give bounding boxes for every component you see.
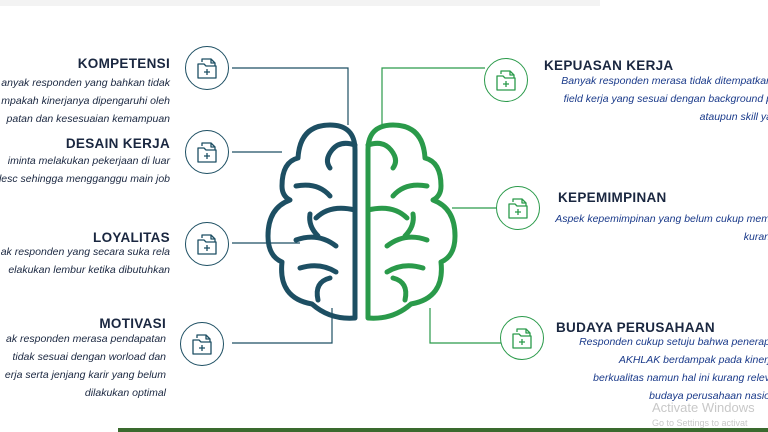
desc-line: iminta melakukan pekerjaan di luar <box>7 155 170 167</box>
left-desc-0: anyak responden yang bahkan tidak mpakah… <box>1 74 170 128</box>
file-add-icon <box>185 130 229 174</box>
activate-windows-watermark: Activate Windows <box>652 400 755 415</box>
desc-line: berkualitas namun hal ini kurang relev <box>593 372 768 384</box>
right-title-1: KEPEMIMPINAN <box>558 190 667 205</box>
file-add-icon <box>496 186 540 230</box>
top-bar <box>0 0 600 6</box>
right-desc-1: Aspek kepemimpinan yang belum cukup mem … <box>555 210 768 246</box>
right-hemisphere-icon <box>365 122 458 321</box>
desc-line: mpakah kinerjanya dipengaruhi oleh <box>1 95 170 107</box>
desc-line: patan dan kesesuaian kemampuan <box>6 113 170 125</box>
desc-line: erja serta jenjang karir yang belum <box>4 369 166 381</box>
desc-line: ak responden merasa pendapatan <box>6 333 166 345</box>
desc-line: field kerja yang sesuai dengan backgroun… <box>563 93 768 105</box>
file-add-icon <box>484 58 528 102</box>
desc-line: dilakukan optimal <box>84 387 166 399</box>
right-connectors <box>381 67 510 344</box>
desc-line: budaya perusahaan nasio <box>649 390 768 402</box>
file-add-icon <box>500 316 544 360</box>
desc-line: kuran <box>743 231 768 243</box>
right-title-0: KEPUASAN KERJA <box>544 58 674 73</box>
file-add-icon <box>180 322 224 366</box>
desc-line: Responden cukup setuju bahwa penerap <box>579 336 768 348</box>
activate-windows-subtext: Go to Settings to activat <box>652 418 748 428</box>
desc-line: AKHLAK berdampak pada kinerj <box>618 354 768 366</box>
bottom-bar <box>118 428 768 432</box>
left-title-2: LOYALITAS <box>93 230 170 245</box>
right-desc-0: Banyak responden merasa tidak ditempatka… <box>561 72 768 126</box>
right-desc-2: Responden cukup setuju bahwa penerap AKH… <box>579 333 768 405</box>
right-title-2: BUDAYA PERUSAHAAN <box>556 320 715 335</box>
left-hemisphere-icon <box>265 122 358 321</box>
desc-line: Banyak responden merasa tidak ditempatka… <box>561 75 768 87</box>
desc-line: Aspek kepemimpinan yang belum cukup mem <box>555 213 768 225</box>
left-title-3: MOTIVASI <box>99 316 166 331</box>
left-desc-1: iminta melakukan pekerjaan di luar desc … <box>0 152 170 188</box>
file-add-icon <box>185 46 229 90</box>
left-desc-2: ak responden yang secara suka rela elaku… <box>1 243 170 279</box>
desc-line: ataupun skill ya <box>699 111 768 123</box>
desc-line: elakukan lembur ketika dibutuhkan <box>8 264 170 276</box>
desc-line: tidak sesuai dengan worload dan <box>12 351 166 363</box>
left-connectors <box>232 67 349 344</box>
desc-line: desc sehingga mengganggu main job <box>0 173 170 185</box>
left-title-1: DESAIN KERJA <box>65 136 170 151</box>
left-desc-3: ak responden merasa pendapatan tidak ses… <box>5 330 166 402</box>
file-add-icon <box>185 222 229 266</box>
desc-line: ak responden yang secara suka rela <box>0 246 170 258</box>
desc-line: anyak responden yang bahkan tidak <box>1 77 170 89</box>
left-title-0: KOMPETENSI <box>77 56 170 71</box>
